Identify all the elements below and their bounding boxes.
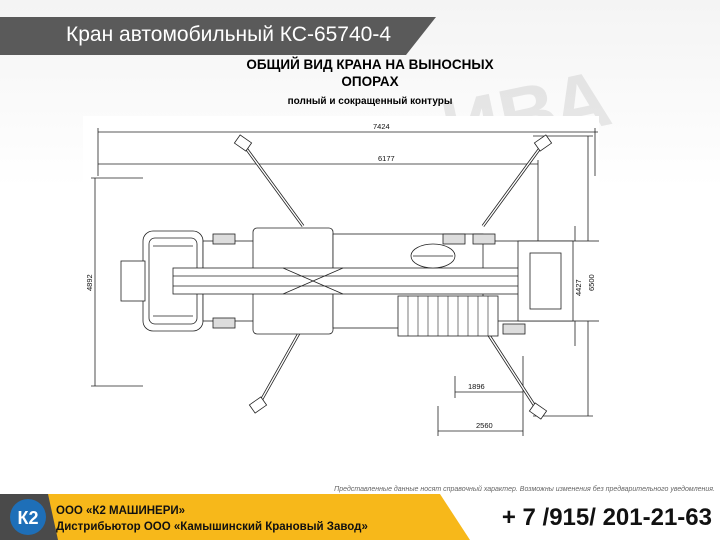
- dim-inner-length: 6177: [378, 154, 395, 163]
- heading-line-2: ОПОРАХ: [341, 74, 399, 89]
- drawing-subheading: полный и сокращенный контуры: [287, 96, 453, 107]
- drawing-heading: ОБЩИЙ ВИД КРАНА НА ВЫНОСНЫХ ОПОРАХ: [200, 56, 540, 90]
- k2-logo-icon: К2: [10, 499, 46, 535]
- heading-line-1: ОБЩИЙ ВИД КРАНА НА ВЫНОСНЫХ: [246, 57, 494, 72]
- crane-top-view: 7424 6177 4892 4427 6500 1896 2560: [85, 122, 599, 436]
- dim-right-height-inner: 4427: [574, 279, 583, 296]
- disclaimer-text: Представленные данные носят справочный х…: [334, 486, 715, 493]
- logo-text: К2: [18, 508, 39, 528]
- page-title: Кран автомобильный КС-65740-4: [66, 23, 392, 46]
- distributor-line: Дистрибьютор ООО «Камышинский Крановый З…: [56, 521, 368, 533]
- company-info: ООО «К2 МАШИНЕРИ» Дистрибьютор ООО «Камы…: [56, 503, 368, 535]
- crane-drawing: 7424 6177 4892 4427 6500 1896 2560: [83, 116, 599, 438]
- dim-left-height: 4892: [85, 274, 94, 291]
- dim-overall-length: 7424: [373, 122, 390, 131]
- company-name: ООО «К2 МАШИНЕРИ»: [56, 505, 186, 517]
- dim-right-height-outer: 6500: [587, 274, 596, 291]
- dim-bottom-short: 1896: [468, 382, 485, 391]
- title-banner: [0, 17, 436, 55]
- contact-phone[interactable]: + 7 /915/ 201-21-63: [501, 504, 712, 531]
- dim-bottom-long: 2560: [476, 421, 493, 430]
